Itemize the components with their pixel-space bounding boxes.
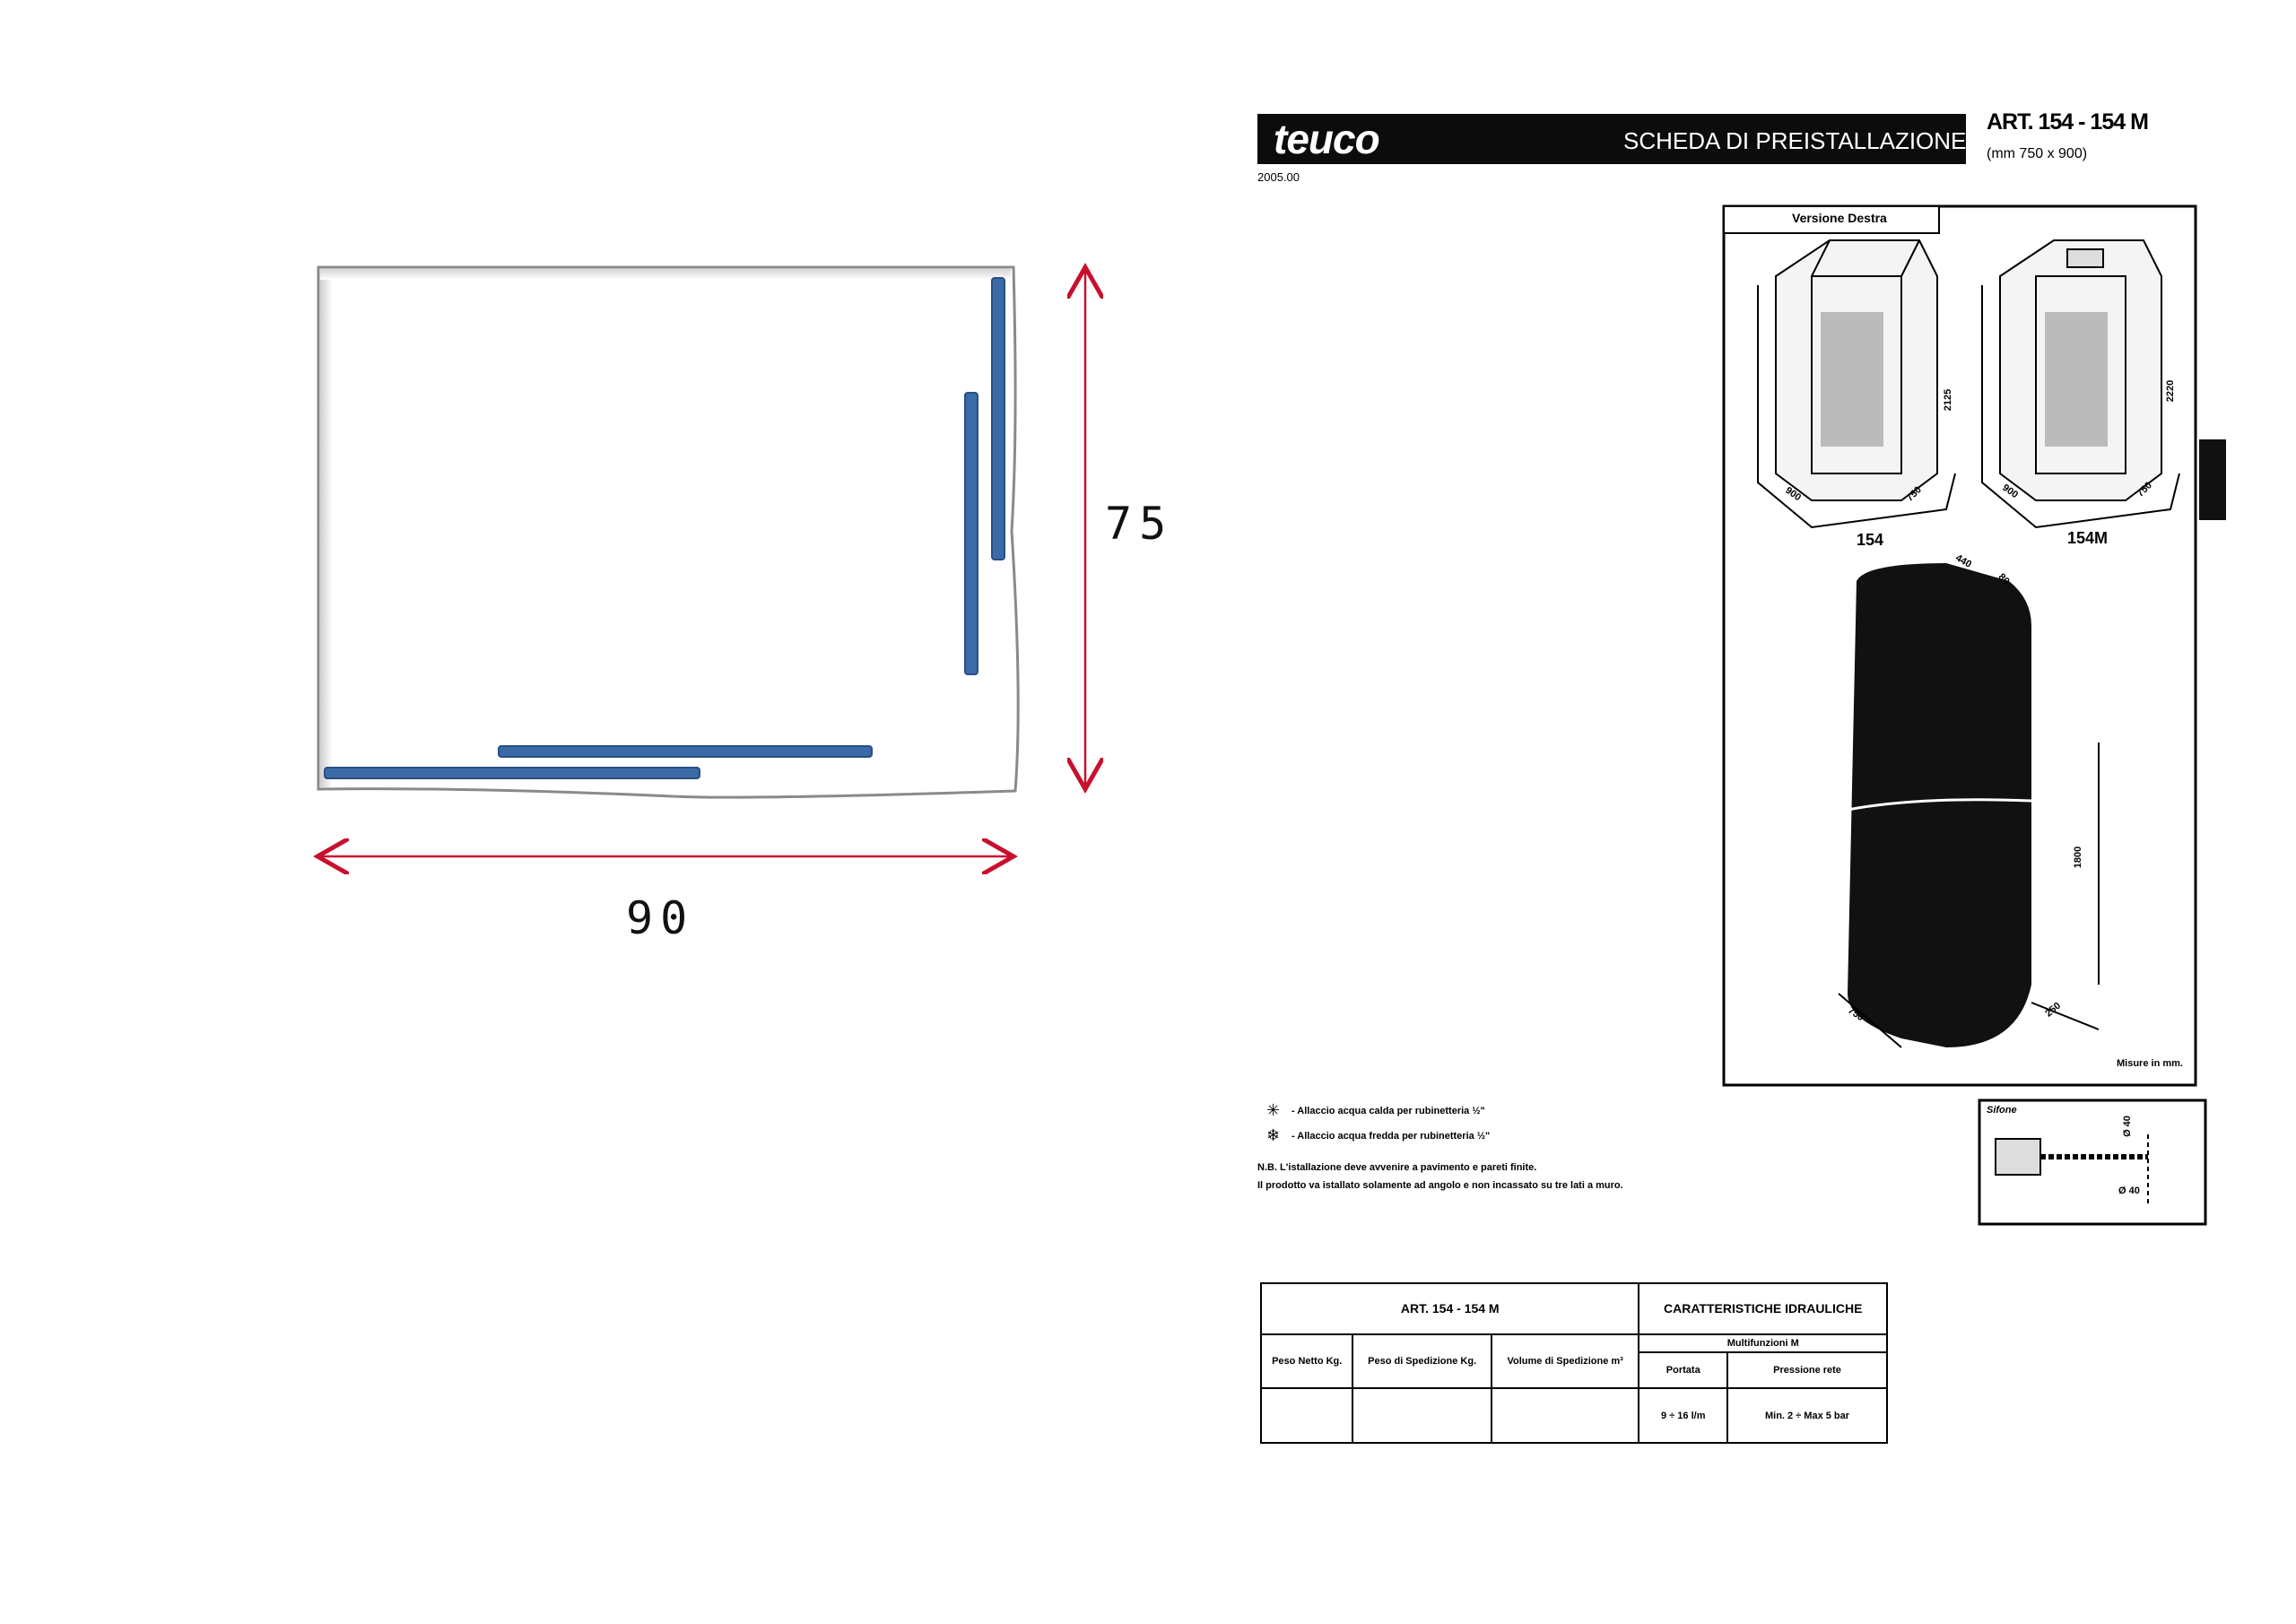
rail-right-outer [991,277,1005,560]
col-volume-spedizione: Volume di Spedizione m³ [1490,1333,1640,1390]
table-left-header: ART. 154 - 154 M [1259,1282,1640,1335]
article-number: ART. 154 - 154 M [1987,109,2149,135]
version-label: Versione Destra [1792,211,1887,225]
sheet-title: SCHEDA DI PREISTALLAZIONE [1623,127,1967,154]
cabin-154m-sketch [1981,239,2180,529]
val-portata: 9 ÷ 16 l/m [1638,1387,1729,1444]
dim-b-height: 2220 [2165,379,2177,403]
units-note: Misure in mm. [2117,1058,2183,1069]
rail-right-inner [964,392,978,675]
legend-hot: - Allaccio acqua calda per rubinetteria … [1292,1106,1485,1116]
col-peso-netto: Peso Netto Kg. [1259,1333,1354,1390]
plan-dim-height: 1800 [2073,846,2084,869]
rail-bottom-upper [498,745,873,758]
article-size: (mm 750 x 900) [1987,146,2088,161]
width-label: 90 [626,892,695,944]
model-154m-label: 154M [2067,529,2109,547]
sifone-d1: Ø 40 [2121,1116,2133,1137]
technical-drawing [1722,204,2197,1087]
col-portata: Portata [1638,1350,1729,1390]
table-sub-header: Multifunzioni M [1638,1333,1888,1353]
rail-bottom-lower [324,767,700,779]
brand-logo: teuco [1274,116,1380,162]
hot-water-icon: ✳ [1266,1101,1281,1119]
legend-cold: - Allaccio acqua fredda per rubinetteria… [1292,1131,1491,1142]
scan-edge-tab [2199,439,2226,520]
sifone-detail [1978,1099,2207,1226]
sifone-label: Sifone [1987,1105,2017,1116]
tray-outline [317,265,1020,799]
val-pressione: Min. 2 ÷ Max 5 bar [1726,1387,1888,1444]
depth-label: 75 [1105,498,1174,550]
model-154-label: 154 [1857,531,1884,549]
cabin-154-sketch [1757,239,1956,529]
installation-volume-block [1848,563,2031,1047]
col-pressione: Pressione rete [1726,1350,1888,1390]
sifone-d2: Ø 40 [2118,1185,2140,1196]
doc-code: 2005.00 [1257,170,1300,184]
shower-plan-sketch [296,251,1211,933]
note-2: Il prodotto va istallato solamente ad an… [1257,1180,1623,1191]
specs-table: ART. 154 - 154 M CARATTERISTICHE IDRAULI… [1259,1282,1888,1444]
cold-water-icon: ❄ [1266,1126,1281,1144]
dim-a-height: 2125 [1943,388,1954,412]
header-bar [1257,114,1966,164]
note-1: N.B. L'istallazione deve avvenire a pavi… [1257,1162,1537,1173]
col-peso-spedizione: Peso di Spedizione Kg. [1352,1333,1492,1390]
table-right-header: CARATTERISTICHE IDRAULICHE [1638,1282,1888,1335]
